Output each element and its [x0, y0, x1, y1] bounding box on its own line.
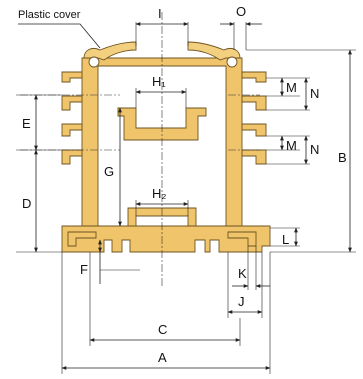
label-N-top: N: [310, 86, 319, 101]
label-E: E: [22, 116, 31, 131]
right-fins: [241, 71, 267, 165]
central-channel: [117, 107, 207, 141]
label-F: F: [80, 262, 88, 277]
label-G: G: [104, 164, 114, 179]
cover-pin-left: [88, 56, 100, 68]
label-H1: H₁: [152, 74, 166, 89]
label-C: C: [158, 322, 167, 337]
label-D: D: [22, 196, 31, 211]
label-L: L: [282, 232, 289, 247]
label-M-top: M: [286, 80, 297, 95]
label-J: J: [238, 294, 245, 309]
aluminium-profile: [61, 41, 271, 253]
profile-frame: [61, 57, 271, 253]
caption-plastic-cover: Plastic cover: [18, 9, 81, 21]
label-H2: H₂: [152, 186, 166, 201]
cover-pin-right: [226, 56, 238, 68]
caption-leader: [18, 23, 101, 49]
plastic-cover-left: [83, 41, 137, 61]
label-I: I: [158, 6, 162, 21]
label-A: A: [158, 350, 167, 365]
label-M-mid: M: [286, 138, 297, 153]
label-O: O: [236, 4, 246, 19]
label-B: B: [338, 150, 347, 165]
label-K: K: [238, 266, 247, 281]
label-N-mid: N: [310, 142, 319, 157]
